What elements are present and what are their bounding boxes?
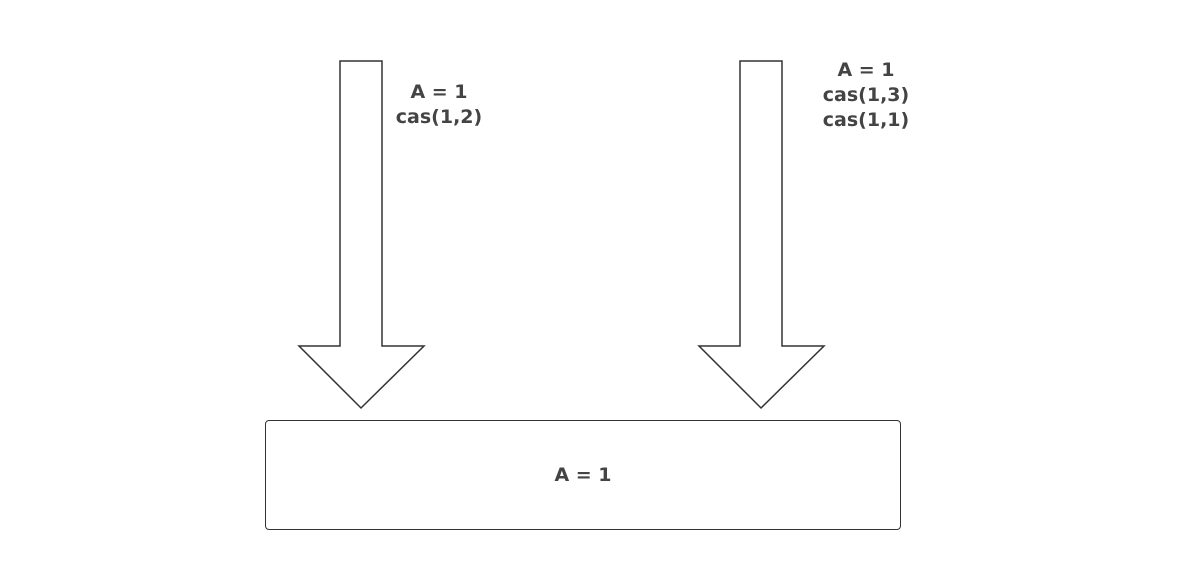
right-down-arrow	[697, 60, 826, 410]
shared-memory-box: A = 1	[265, 420, 901, 530]
left-thread-line: cas(1,2)	[395, 106, 483, 128]
right-thread-label: A = 1 cas(1,3) cas(1,1)	[806, 58, 926, 133]
left-thread-label: A = 1 cas(1,2)	[379, 80, 499, 130]
left-thread-line: A = 1	[410, 81, 468, 103]
right-thread-line: cas(1,1)	[822, 109, 910, 131]
memory-box-label: A = 1	[554, 464, 612, 486]
right-thread-line: cas(1,3)	[822, 84, 910, 106]
right-thread-line: A = 1	[837, 59, 895, 81]
left-down-arrow	[297, 60, 426, 410]
